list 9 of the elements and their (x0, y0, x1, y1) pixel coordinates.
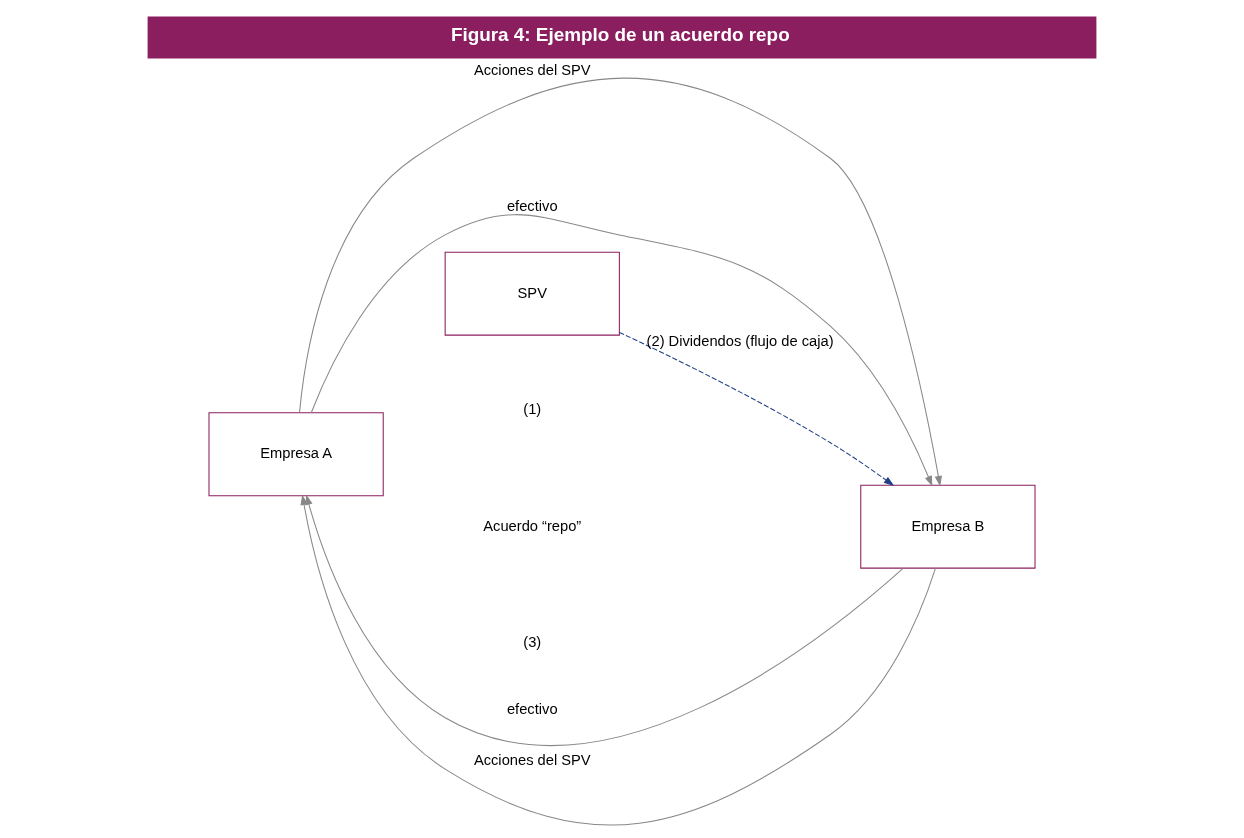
label: (3) (523, 634, 542, 651)
edge-label: efectivo (506, 197, 558, 214)
diagram-title: Figura 4: Ejemplo de un acuerdo repo (450, 24, 790, 46)
label: (1) (523, 401, 542, 418)
label: Acuerdo “repo” (483, 517, 582, 534)
edge-label: Acciones del SPV (473, 61, 591, 78)
edge-label: Acciones del SPV (473, 752, 591, 769)
edge-label: (2) Dividendos (flujo de caja) (646, 333, 834, 350)
edge-label: efectivo (506, 700, 558, 717)
